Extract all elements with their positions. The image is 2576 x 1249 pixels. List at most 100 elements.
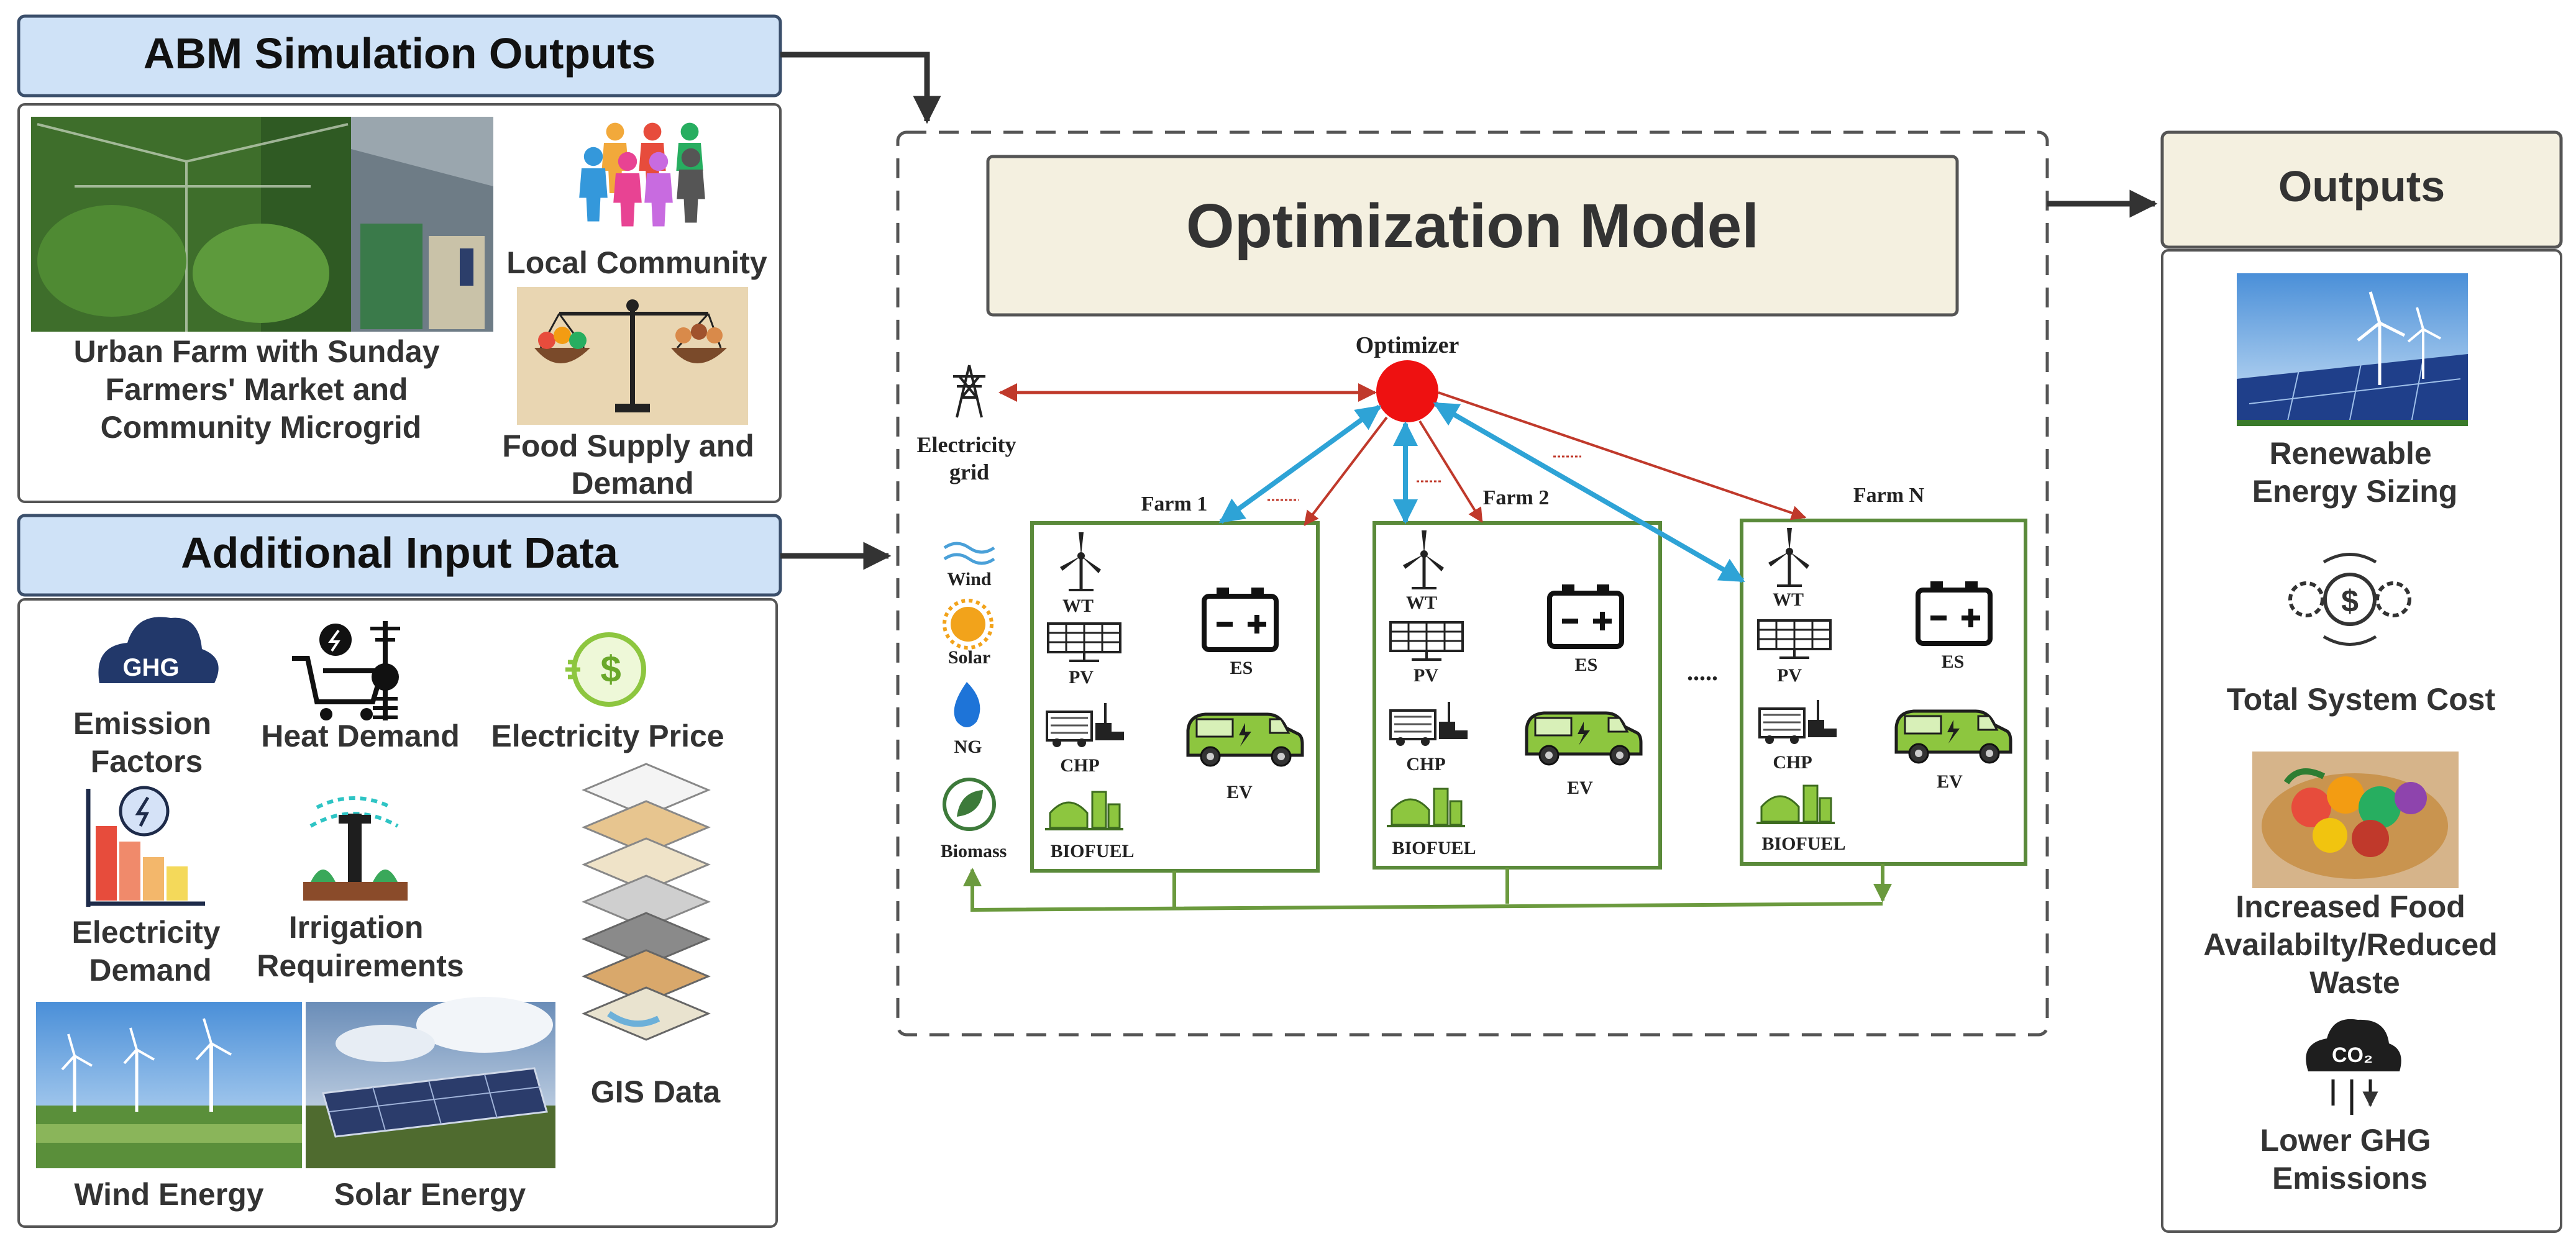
- farm-n-chp-label: CHP: [1773, 752, 1812, 773]
- renewable-energy-label: Renewable Energy Sizing: [2252, 436, 2458, 509]
- ghg-cloud-icon: [98, 617, 219, 683]
- optimization-title-box: [986, 155, 1959, 317]
- farm-2-name: Farm 2: [1483, 486, 1550, 509]
- farm-2-pv-label: PV: [1414, 665, 1438, 686]
- farm-n-wt-label: WT: [1773, 589, 1804, 610]
- heat-demand-label: Heat Demand: [261, 719, 460, 753]
- renewable-label-line-1: Renewable: [2269, 436, 2431, 471]
- farm-2-es-label: ES: [1575, 655, 1598, 675]
- renewable-label-line-2: Energy Sizing: [2252, 474, 2458, 509]
- gis-data-label: GIS Data: [591, 1074, 721, 1109]
- optimization-title: Optimization Model: [1186, 191, 1759, 261]
- electricity-demand-label: Electricity Demand: [72, 915, 229, 988]
- farm-n-name: Farm N: [1853, 484, 1925, 507]
- farm-1-biofuel-label: BIOFUEL: [1050, 841, 1134, 861]
- lower-ghg-label: Lower GHG Emissions: [2260, 1123, 2440, 1196]
- source-ng-label: NG: [954, 737, 982, 757]
- urban-farm-label-line-1: Urban Farm with Sunday: [74, 334, 440, 369]
- additional-header: Additional Input Data: [181, 529, 619, 577]
- farm-n-biofuel-label: BIOFUEL: [1761, 833, 1845, 854]
- farm-n-ev-label: EV: [1937, 771, 1963, 792]
- gis-layers-icon: [582, 763, 711, 1041]
- source-solar-label: Solar: [948, 647, 990, 668]
- farm-2-ev-label: EV: [1567, 778, 1593, 798]
- farm-1-pv-label: PV: [1069, 667, 1094, 688]
- ghg-icon-text: GHG: [122, 654, 179, 681]
- cost-gears-icon: [2288, 553, 2411, 646]
- feedback-loop-arrow: [963, 868, 1883, 912]
- abm-to-optimization-arrow: [780, 52, 941, 124]
- farm-1-wt-label: WT: [1062, 596, 1094, 616]
- farm-n-pv-label: PV: [1777, 665, 1802, 686]
- farm-1-name: Farm 1: [1141, 493, 1208, 515]
- abm-section: ABM Simulation Outputs Urban Farm with S…: [17, 14, 782, 503]
- wind-source-icon: [943, 542, 995, 565]
- renewable-photo: [2237, 273, 2468, 427]
- urban-farm-label-line-3: Community Microgrid: [101, 410, 422, 445]
- farm-output-arrows: [1172, 864, 1883, 907]
- food-label-line-3: Waste: [2309, 965, 2400, 1000]
- additional-section: Additional Input Data GHG Emission Facto…: [17, 514, 782, 1228]
- farm-1-ev-label: EV: [1226, 782, 1253, 802]
- farms-ellipsis: .....: [1687, 658, 1718, 686]
- optimizer-farm1-red-arrow: [1304, 416, 1388, 526]
- source-wind-label: Wind: [947, 569, 991, 589]
- food-basket-photo: [2252, 752, 2459, 888]
- grid-label-line-1: Electricity: [917, 432, 1016, 457]
- food-label-line-1: Increased Food: [2236, 889, 2465, 924]
- optimization-section: Optimization Model Optimizer Electricity…: [896, 130, 2049, 1037]
- optimizer-farm1-blue-arrow: [1218, 404, 1382, 524]
- irrigation-label-line-2: Requirements: [257, 948, 464, 983]
- price-icon-text: $: [600, 648, 621, 690]
- irrigation-label: Irrigation Requirements: [257, 910, 464, 983]
- optimizer-node: [1376, 360, 1438, 422]
- electricity-price-icon: [565, 632, 646, 707]
- grid-label-line-2: grid: [949, 460, 989, 484]
- electricity-demand-label-line-2: Demand: [89, 953, 211, 988]
- farm-2-biofuel-label: BIOFUEL: [1392, 838, 1476, 858]
- emission-factors-label: Emission Factors: [73, 706, 220, 779]
- optimization-dashed-frame: [896, 130, 2049, 1037]
- co2-cloud-icon: [2306, 1019, 2401, 1115]
- outputs-header: Outputs: [2278, 162, 2445, 211]
- urban-farm-label: Urban Farm with Sunday Farmers' Market a…: [74, 334, 449, 445]
- solar-source-icon: [943, 599, 993, 650]
- local-community-label: Local Community: [506, 245, 767, 280]
- co2-icon-text: CO₂: [2332, 1043, 2373, 1067]
- abm-header: ABM Simulation Outputs: [144, 29, 655, 78]
- food-supply-label: Food Supply and Demand: [502, 429, 762, 501]
- solar-energy-photo: [306, 997, 555, 1168]
- biomass-leaf-icon: [943, 778, 996, 831]
- food-supply-label-line-1: Food Supply and: [502, 429, 754, 463]
- farm-2-chp-label: CHP: [1406, 754, 1445, 774]
- farm-2-wt-label: WT: [1406, 593, 1437, 613]
- farm-n-es-icon: [1918, 581, 1990, 643]
- urban-farm-label-line-2: Farmers' Market and: [106, 372, 408, 407]
- food-supply-icon: [517, 287, 748, 425]
- farm-2: Farm 2 WT PV ES CHP EV BIOFUEL: [1372, 486, 1662, 870]
- farm-n: Farm N WT PV ES CHP EV BIOFUEL: [1740, 484, 2027, 866]
- ng-flame-icon: [954, 682, 980, 727]
- food-supply-label-line-2: Demand: [571, 466, 693, 501]
- outputs-header-box: [2160, 130, 2563, 249]
- electricity-demand-label-line-1: Electricity: [72, 915, 221, 950]
- heat-demand-icon: [292, 621, 400, 720]
- optimizer-label: Optimizer: [1356, 332, 1459, 358]
- ghg-label-line-1: Lower GHG: [2260, 1123, 2431, 1158]
- wind-energy-photo: [36, 1002, 302, 1168]
- farm-1-es-label: ES: [1230, 658, 1253, 678]
- optimizer-farm2-red-arrow: [1418, 420, 1483, 524]
- irrigation-label-line-1: Irrigation: [289, 910, 424, 945]
- total-system-cost-label: Total System Cost: [2227, 682, 2496, 717]
- outputs-section: Outputs Renewable Energy Sizing $ Total …: [2160, 130, 2563, 1233]
- cost-icon-text: $: [2341, 584, 2359, 619]
- red-dash-markers: [1267, 455, 1581, 501]
- solar-energy-label: Solar Energy: [334, 1177, 526, 1212]
- electricity-price-label: Electricity Price: [491, 719, 724, 753]
- emission-label-line-1: Emission: [73, 706, 211, 741]
- optimizer-farmn-blue-arrow: [1433, 401, 1745, 583]
- food-label-line-2: Availabilty/Reduced: [2203, 927, 2497, 962]
- wind-energy-label: Wind Energy: [74, 1177, 263, 1212]
- food-availability-label: Increased Food Availabilty/Reduced Waste: [2203, 889, 2506, 1000]
